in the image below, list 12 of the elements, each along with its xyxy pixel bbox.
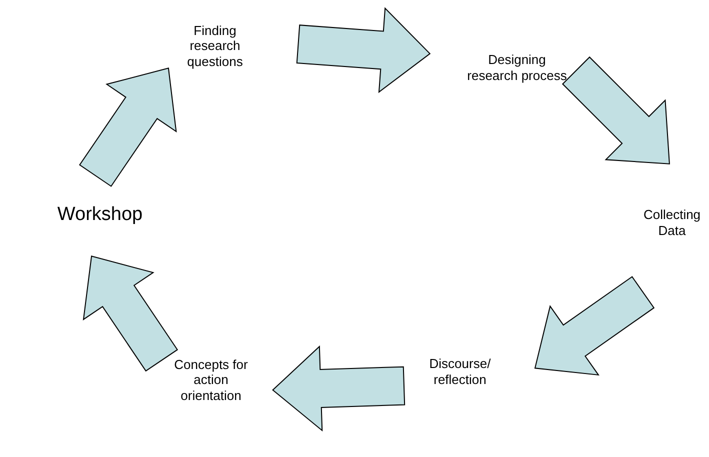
step-label: Workshop (56, 204, 144, 226)
step-label: Collecting Data (642, 207, 702, 239)
block-arrow (562, 56, 670, 164)
block-arrow (534, 276, 655, 376)
step-label: Discourse/ reflection (428, 356, 492, 388)
step-label: Designing research process (467, 52, 567, 84)
block-arrow (79, 68, 177, 187)
block-arrow (82, 256, 178, 372)
block-arrow (296, 7, 431, 94)
block-arrow (272, 345, 406, 432)
step-label: Finding research questions (186, 22, 244, 70)
step-label: Concepts for action orientation (173, 356, 249, 404)
